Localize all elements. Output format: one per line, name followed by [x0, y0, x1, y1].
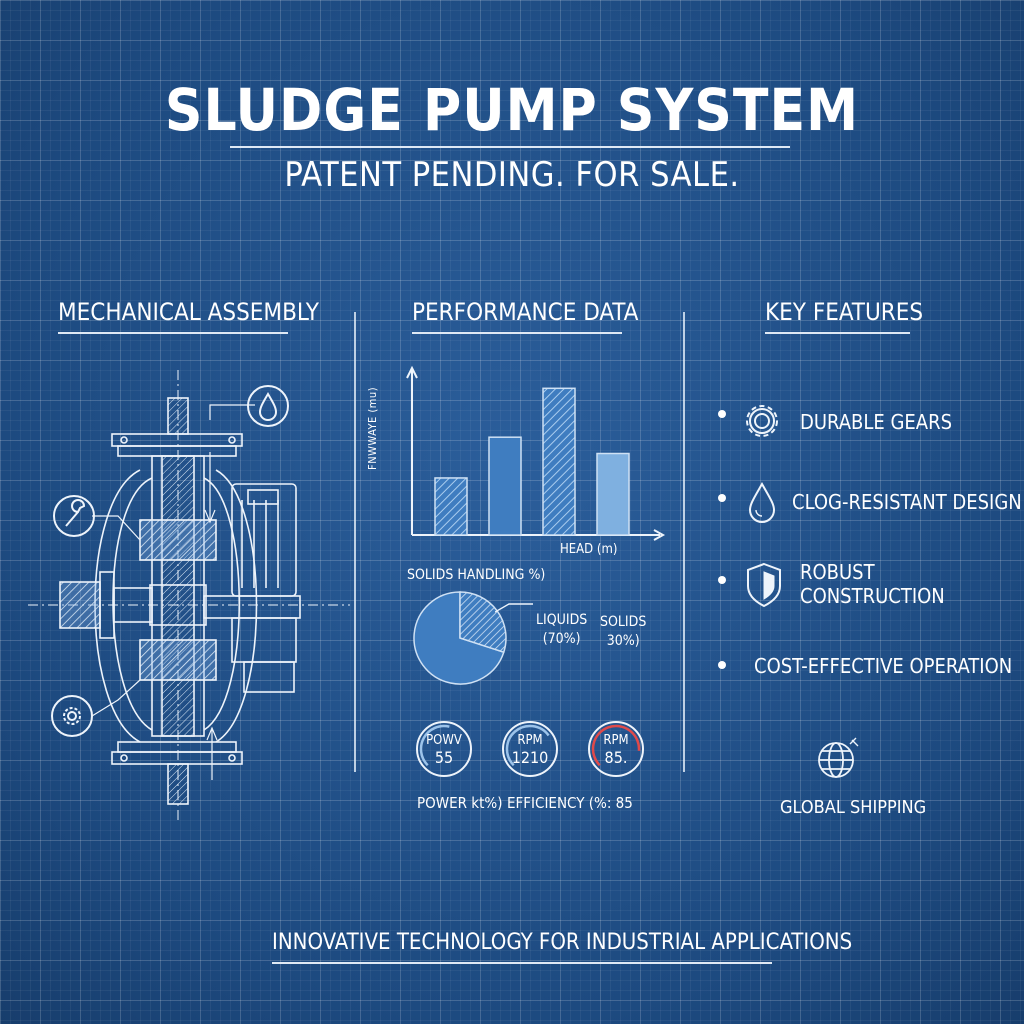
title-underline — [230, 146, 790, 148]
gauge-dial — [588, 721, 644, 777]
bar-1 — [488, 436, 522, 536]
column-divider-right — [683, 312, 685, 772]
feature-bullet — [718, 410, 726, 418]
feature-robust-construction: ROBUST CONSTRUCTION — [800, 560, 945, 608]
global-shipping-label: GLOBAL SHIPPING — [780, 797, 927, 818]
feature-robust-line2: CONSTRUCTION — [800, 584, 945, 608]
section-heading-features: KEY FEATURES — [765, 298, 923, 334]
pie-chart — [413, 591, 507, 685]
gauge-value: 55 — [434, 748, 454, 767]
gauge-level-arc — [505, 724, 550, 767]
bar-chart-xlabel: HEAD (m) — [560, 542, 618, 557]
gauge-level-arc — [591, 724, 641, 767]
pie-label-solids: SOLIDS 30%) — [600, 613, 646, 651]
footer-tagline: INNOVATIVE TECHNOLOGY FOR INDUSTRIAL APP… — [272, 930, 853, 955]
pie-leader — [495, 603, 533, 613]
bar-chart — [406, 365, 666, 541]
pie-label-liquids-value: (70%) — [542, 631, 581, 647]
page-subtitle: PATENT PENDING. FOR SALE. — [284, 155, 740, 195]
gauge-dial — [416, 721, 472, 777]
globe-icon — [818, 737, 859, 778]
gauge-dial — [502, 721, 558, 777]
pie-label-solids-name: SOLIDS — [600, 614, 647, 630]
gauge-caption-power: POWER kt%) — [417, 794, 503, 812]
feature-bullet — [718, 661, 726, 669]
feature-durable-gears: DURABLE GEARS — [800, 410, 953, 434]
gauge-value: 1210 — [511, 748, 549, 767]
gauge-level-arc — [419, 724, 450, 767]
pie-label-liquids: LIQUIDS (70%) — [536, 611, 587, 649]
water-drop-icon — [748, 481, 776, 523]
feature-clog-resistant: CLOG-RESISTANT DESIGN — [792, 490, 1022, 514]
gauge-label: RPM — [517, 733, 543, 748]
pie-chart-title: SOLIDS HANDLING %) — [407, 567, 546, 583]
footer-underline — [272, 962, 772, 964]
column-divider-left — [354, 312, 356, 772]
gauge-label: POWV — [426, 733, 462, 748]
gauge-value: 85. — [604, 748, 628, 767]
feature-bullet — [718, 576, 726, 584]
bar-2 — [542, 387, 576, 536]
pie-label-liquids-name: LIQUIDS — [536, 612, 588, 628]
wrench-icon — [53, 495, 95, 537]
gauge-caption-efficiency: EFFICIENCY (%: 85 — [507, 794, 633, 812]
bar-3 — [596, 452, 630, 536]
gauge-ring — [416, 721, 472, 777]
pie-slice-liquids — [413, 591, 505, 685]
feature-bullet — [718, 494, 726, 502]
section-heading-mechanical: MECHANICAL ASSEMBLY — [58, 298, 319, 334]
gauge-ring — [502, 721, 558, 777]
gauge-label: RPM — [603, 733, 629, 748]
bar-chart-ylabel: FNWWAYE (mu) — [366, 386, 379, 470]
gear-icon — [51, 695, 93, 737]
water-drop-icon — [247, 385, 289, 427]
shield-icon — [747, 562, 781, 608]
feature-robust-line1: ROBUST — [800, 560, 875, 584]
gauge-ring — [588, 721, 644, 777]
page-title: SLUDGE PUMP SYSTEM — [164, 76, 860, 144]
bar-0 — [434, 477, 468, 536]
feature-cost-effective: COST-EFFECTIVE OPERATION — [754, 654, 1013, 678]
pie-label-solids-value: 30%) — [606, 633, 640, 649]
gear-icon — [746, 405, 778, 437]
section-heading-performance: PERFORMANCE DATA — [412, 298, 638, 334]
pump-assembly-drawing — [28, 370, 350, 820]
